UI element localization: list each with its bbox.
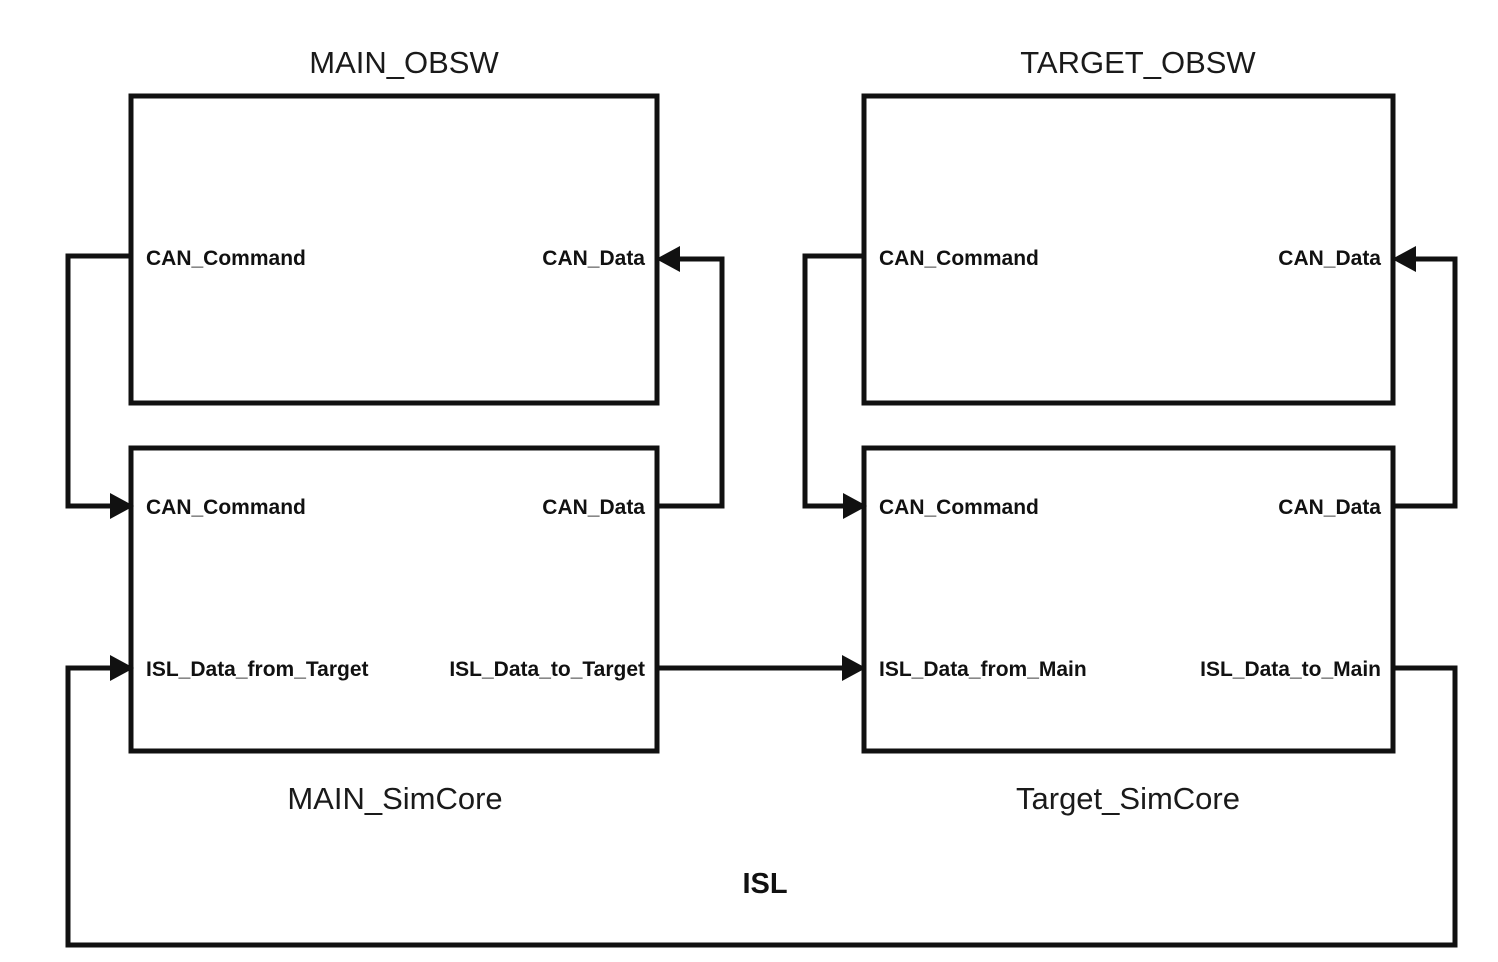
port-main-obsw-can-command: CAN_Command bbox=[146, 247, 306, 270]
block-target-obsw-title: TARGET_OBSW bbox=[1020, 45, 1256, 80]
port-target-obsw-can-data: CAN_Data bbox=[1278, 247, 1381, 270]
connection-target-can-data-path bbox=[1393, 256, 1458, 509]
connection-main-can-data bbox=[656, 246, 725, 509]
block-main-obsw-rect bbox=[128, 93, 660, 406]
arrow-head-icon bbox=[110, 493, 134, 519]
port-main-simcore-can-command: CAN_Command bbox=[146, 496, 306, 519]
block-target-obsw: TARGET_OBSW CAN_Command CAN_Data bbox=[861, 45, 1396, 406]
connection-isl-main-to-target bbox=[657, 655, 866, 681]
connection-isl-target-to-main: ISL bbox=[65, 655, 1458, 948]
connection-target-can-command bbox=[802, 253, 867, 519]
arrow-head-icon bbox=[1392, 246, 1416, 272]
port-target-simcore-can-data: CAN_Data bbox=[1278, 496, 1381, 519]
block-main-obsw: MAIN_OBSW CAN_Command CAN_Data bbox=[128, 45, 660, 406]
port-main-simcore-isl-data-from-target: ISL_Data_from_Target bbox=[146, 658, 369, 681]
arrow-head-icon bbox=[843, 493, 867, 519]
connection-target-can-command-path bbox=[802, 253, 864, 509]
port-target-simcore-isl-data-from-main: ISL_Data_from_Main bbox=[879, 658, 1087, 681]
connection-main-can-data-path bbox=[657, 256, 725, 509]
block-main-obsw-title: MAIN_OBSW bbox=[309, 45, 499, 80]
arrow-head-icon bbox=[656, 246, 680, 272]
block-main-simcore-rect bbox=[128, 445, 660, 754]
port-main-simcore-can-data: CAN_Data bbox=[542, 496, 645, 519]
connection-isl-target-to-main-path bbox=[65, 665, 1458, 948]
port-main-simcore-isl-data-to-target: ISL_Data_to_Target bbox=[449, 658, 645, 681]
arrow-head-icon bbox=[110, 655, 134, 681]
connection-target-can-data bbox=[1392, 246, 1458, 509]
block-target-simcore-rect bbox=[861, 445, 1396, 754]
block-target-simcore-title: Target_SimCore bbox=[1016, 781, 1240, 816]
block-main-simcore: CAN_Command CAN_Data ISL_Data_from_Targe… bbox=[128, 445, 660, 816]
port-target-simcore-can-command: CAN_Command bbox=[879, 496, 1039, 519]
block-main-simcore-title: MAIN_SimCore bbox=[287, 781, 502, 816]
arrow-head-icon bbox=[842, 655, 866, 681]
link-label-isl: ISL bbox=[742, 868, 787, 900]
port-target-simcore-isl-data-to-main: ISL_Data_to_Main bbox=[1200, 658, 1381, 681]
block-target-obsw-rect bbox=[861, 93, 1396, 406]
block-target-simcore: CAN_Command CAN_Data ISL_Data_from_Main … bbox=[861, 445, 1396, 816]
port-target-obsw-can-command: CAN_Command bbox=[879, 247, 1039, 270]
port-main-obsw-can-data: CAN_Data bbox=[542, 247, 645, 270]
connection-main-can-command-path bbox=[65, 253, 131, 509]
connection-main-can-command bbox=[65, 253, 134, 519]
